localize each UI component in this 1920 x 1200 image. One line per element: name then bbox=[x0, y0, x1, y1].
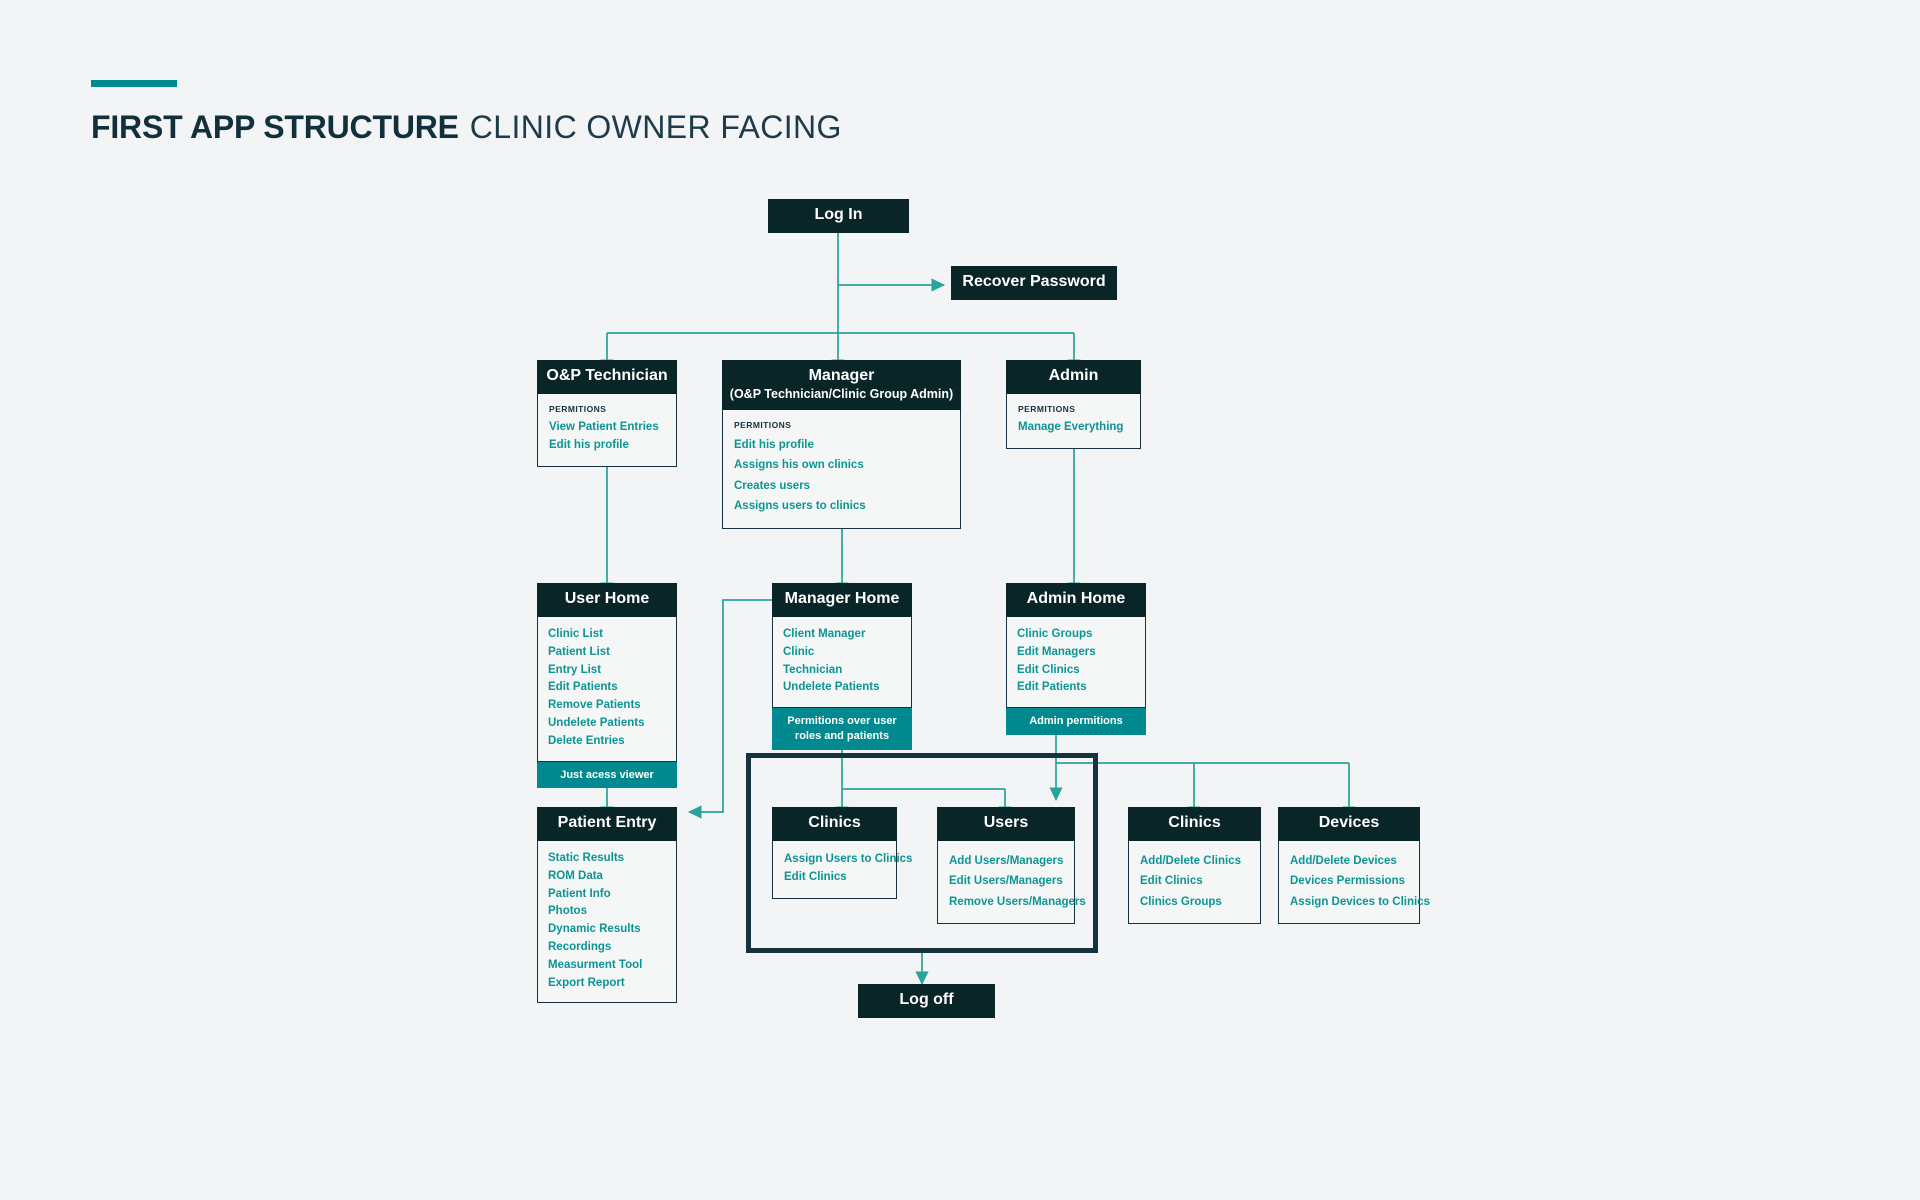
list-item[interactable]: Clinic bbox=[783, 645, 815, 658]
list-item[interactable]: View Patient Entries bbox=[549, 420, 659, 433]
node-user-home[interactable]: User Home Clinic List Patient List Entry… bbox=[537, 583, 677, 789]
permissions-label: PERMITIONS bbox=[734, 419, 792, 430]
list-item[interactable]: Dynamic Results bbox=[548, 923, 641, 936]
node-users-manager-body: Add Users/Managers Edit Users/Managers R… bbox=[937, 840, 1086, 925]
list-item[interactable]: Clinic List bbox=[548, 627, 603, 640]
list-item[interactable]: Export Report bbox=[548, 976, 625, 989]
node-user-home-footer: Just acess viewer bbox=[537, 761, 677, 789]
list-item[interactable]: Add/Delete Devices bbox=[1290, 854, 1397, 867]
list-item[interactable]: Patient List bbox=[548, 645, 610, 658]
node-manager-home-footer: Permitions over user roles and patients bbox=[772, 708, 912, 750]
node-patient-entry-body: Static Results ROM Data Patient Info Pho… bbox=[537, 840, 677, 1004]
node-admin-home-body: Clinic Groups Edit Managers Edit Clinics… bbox=[1006, 616, 1146, 709]
node-recover-password-title: Recover Password bbox=[951, 266, 1117, 300]
node-logoff-title: Log off bbox=[858, 984, 995, 1018]
list-item[interactable]: Undelete Patients bbox=[783, 681, 880, 694]
node-login-title: Log In bbox=[768, 199, 909, 233]
node-recover-password[interactable]: Recover Password bbox=[951, 266, 1117, 300]
node-clinics-manager-title: Clinics bbox=[772, 807, 897, 841]
node-clinics-manager-body: Assign Users to Clinics Edit Clinics bbox=[772, 840, 913, 899]
list-item[interactable]: Edit Clinics bbox=[1140, 875, 1203, 888]
list-item[interactable]: Remove Users/Managers bbox=[949, 895, 1086, 908]
list-item[interactable]: Edit his profile bbox=[549, 438, 629, 451]
list-item[interactable]: Edit Clinics bbox=[1017, 663, 1080, 676]
manager-scope-group bbox=[746, 753, 1098, 953]
node-admin[interactable]: Admin PERMITIONS Manage Everything bbox=[1006, 360, 1141, 449]
list-item[interactable]: Creates users bbox=[734, 479, 811, 492]
list-item[interactable]: Entry List bbox=[548, 663, 602, 676]
page-header: FIRST APP STRUCTURE CLINIC OWNER FACING bbox=[91, 80, 842, 146]
list-item[interactable]: Static Results bbox=[548, 851, 625, 864]
list-item[interactable]: Clinic Groups bbox=[1017, 627, 1093, 640]
node-devices-admin-title: Devices bbox=[1278, 807, 1420, 841]
node-clinics-admin-body: Add/Delete Clinics Edit Clinics Clinics … bbox=[1128, 840, 1261, 925]
list-item[interactable]: Edit Patients bbox=[1017, 681, 1087, 694]
list-item[interactable]: Devices Permissions bbox=[1290, 875, 1406, 888]
node-clinics-admin-title: Clinics bbox=[1128, 807, 1261, 841]
list-item[interactable]: Assign Devices to Clinics bbox=[1290, 895, 1430, 908]
node-users-manager-title: Users bbox=[937, 807, 1075, 841]
page-title-strong: FIRST APP STRUCTURE bbox=[91, 109, 459, 145]
node-patient-entry-title: Patient Entry bbox=[537, 807, 677, 841]
list-item[interactable]: Add Users/Managers bbox=[949, 854, 1064, 867]
page-title: FIRST APP STRUCTURE CLINIC OWNER FACING bbox=[91, 109, 842, 146]
node-manager-title-main: Manager bbox=[808, 367, 875, 384]
list-item[interactable]: Clinics Groups bbox=[1140, 895, 1222, 908]
node-devices-admin-body: Add/Delete Devices Devices Permissions A… bbox=[1278, 840, 1430, 925]
node-login[interactable]: Log In bbox=[768, 199, 909, 233]
page-title-light: CLINIC OWNER FACING bbox=[469, 109, 842, 145]
list-item[interactable]: Edit Managers bbox=[1017, 645, 1096, 658]
list-item[interactable]: Assigns his own clinics bbox=[734, 459, 864, 472]
list-item[interactable]: Patient Info bbox=[548, 887, 611, 900]
list-item[interactable]: Edit Patients bbox=[548, 681, 618, 694]
list-item[interactable]: Edit Clinics bbox=[784, 870, 847, 883]
node-clinics-admin[interactable]: Clinics Add/Delete Clinics Edit Clinics … bbox=[1128, 807, 1261, 925]
list-item[interactable]: Delete Entries bbox=[548, 734, 625, 747]
list-item[interactable]: Undelete Patients bbox=[548, 716, 645, 729]
node-manager[interactable]: Manager (O&P Technician/Clinic Group Adm… bbox=[722, 360, 961, 529]
node-user-home-title: User Home bbox=[537, 583, 677, 617]
node-manager-home-title: Manager Home bbox=[772, 583, 912, 617]
node-admin-home[interactable]: Admin Home Clinic Groups Edit Managers E… bbox=[1006, 583, 1146, 735]
list-item[interactable]: Photos bbox=[548, 905, 587, 918]
list-item[interactable]: Measurment Tool bbox=[548, 958, 643, 971]
list-item[interactable]: Edit Users/Managers bbox=[949, 875, 1063, 888]
node-manager-subtitle: (O&P Technician/Clinic Group Admin) bbox=[729, 386, 954, 401]
list-item[interactable]: Recordings bbox=[548, 940, 612, 953]
node-users-manager[interactable]: Users Add Users/Managers Edit Users/Mana… bbox=[937, 807, 1086, 925]
node-op-technician[interactable]: O&P Technician PERMITIONS View Patient E… bbox=[537, 360, 677, 467]
node-clinics-manager[interactable]: Clinics Assign Users to Clinics Edit Cli… bbox=[772, 807, 913, 899]
list-item[interactable]: Technician bbox=[783, 663, 843, 676]
list-item[interactable]: Client Manager bbox=[783, 627, 866, 640]
list-item[interactable]: ROM Data bbox=[548, 869, 603, 882]
node-manager-body: PERMITIONS Edit his profile Assigns his … bbox=[722, 409, 961, 529]
node-user-home-body: Clinic List Patient List Entry List Edit… bbox=[537, 616, 677, 762]
list-item[interactable]: Remove Patients bbox=[548, 699, 641, 712]
node-admin-home-footer: Admin permitions bbox=[1006, 708, 1146, 735]
accent-bar bbox=[91, 80, 177, 87]
list-item[interactable]: Edit his profile bbox=[734, 438, 814, 451]
list-item[interactable]: Assign Users to Clinics bbox=[784, 852, 913, 865]
node-admin-home-title: Admin Home bbox=[1006, 583, 1146, 617]
permissions-label: PERMITIONS bbox=[1018, 403, 1076, 414]
permissions-label: PERMITIONS bbox=[549, 403, 607, 414]
node-op-technician-title: O&P Technician bbox=[537, 360, 677, 394]
node-admin-body: PERMITIONS Manage Everything bbox=[1006, 393, 1141, 449]
list-item[interactable]: Add/Delete Clinics bbox=[1140, 854, 1241, 867]
node-logoff[interactable]: Log off bbox=[858, 984, 995, 1018]
node-manager-home[interactable]: Manager Home Client Manager Clinic Techn… bbox=[772, 583, 912, 750]
node-manager-home-body: Client Manager Clinic Technician Undelet… bbox=[772, 616, 912, 709]
list-item[interactable]: Assigns users to clinics bbox=[734, 500, 866, 513]
node-op-technician-body: PERMITIONS View Patient Entries Edit his… bbox=[537, 393, 677, 467]
node-patient-entry[interactable]: Patient Entry Static Results ROM Data Pa… bbox=[537, 807, 677, 1004]
node-manager-title: Manager (O&P Technician/Clinic Group Adm… bbox=[722, 360, 961, 410]
node-devices-admin[interactable]: Devices Add/Delete Devices Devices Permi… bbox=[1278, 807, 1430, 925]
node-admin-title: Admin bbox=[1006, 360, 1141, 394]
list-item[interactable]: Manage Everything bbox=[1018, 420, 1124, 433]
